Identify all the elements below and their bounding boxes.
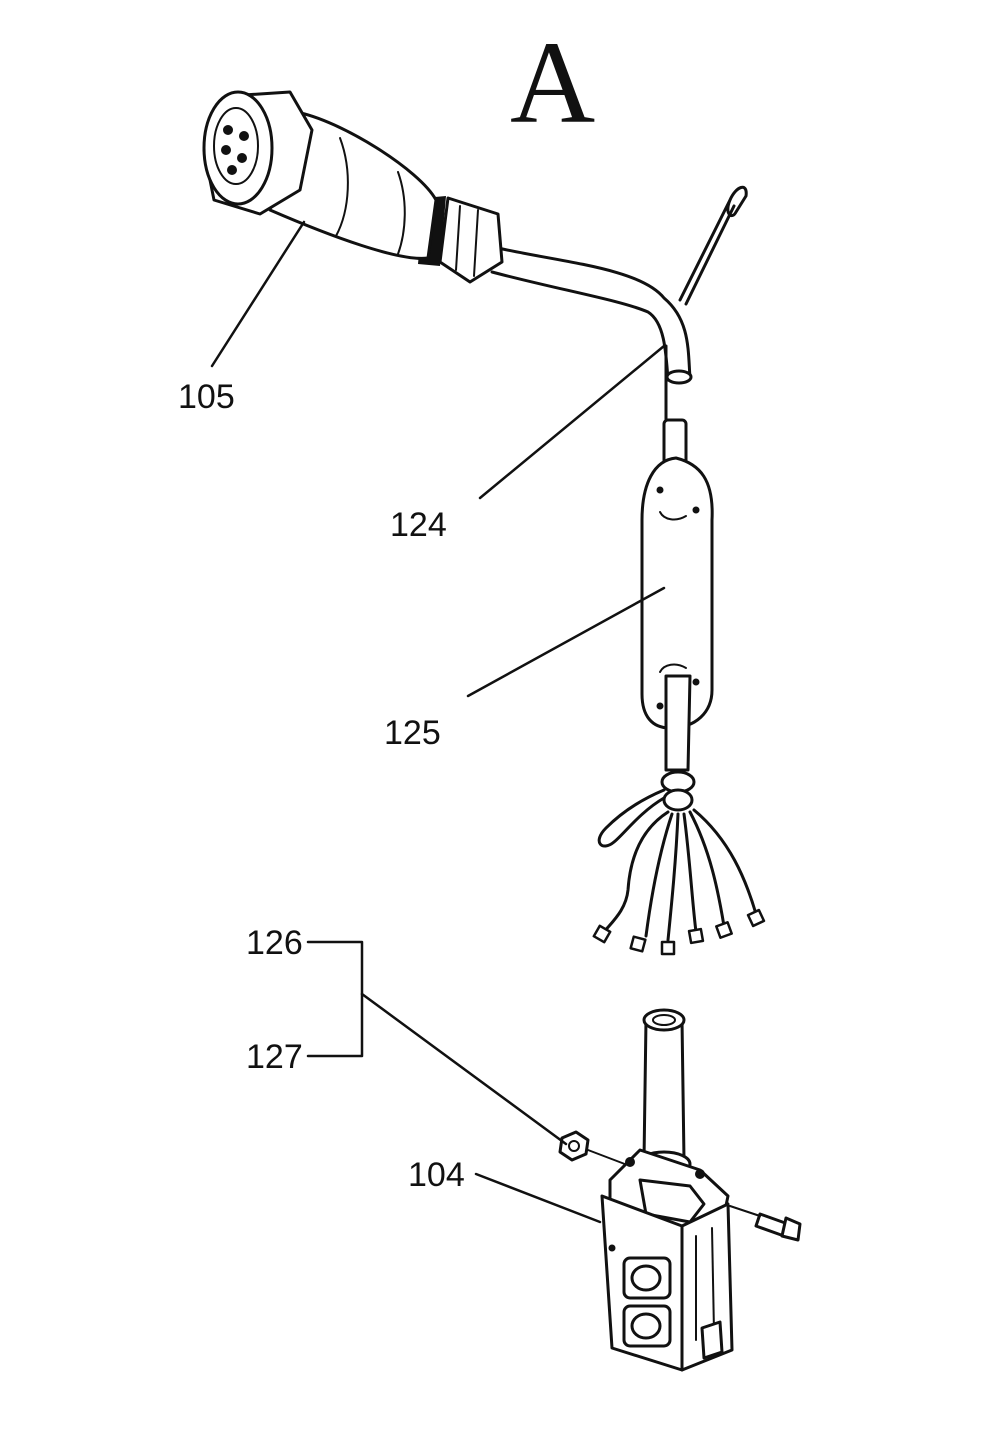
connector-105 [202, 90, 693, 385]
leader-lines [210, 220, 666, 1224]
screw-127 [729, 1205, 802, 1242]
label-124: 124 [390, 506, 447, 544]
cable-tie-124 [664, 185, 748, 422]
nut-126 [558, 1130, 631, 1167]
label-105: 105 [178, 378, 235, 416]
control-box-104 [600, 1008, 734, 1372]
label-104: 104 [408, 1156, 465, 1194]
relay-module-125 [592, 418, 766, 956]
view-letter: A [510, 17, 595, 148]
label-125: 125 [384, 714, 441, 752]
label-126: 126 [246, 924, 303, 962]
label-127: 127 [246, 1038, 303, 1076]
